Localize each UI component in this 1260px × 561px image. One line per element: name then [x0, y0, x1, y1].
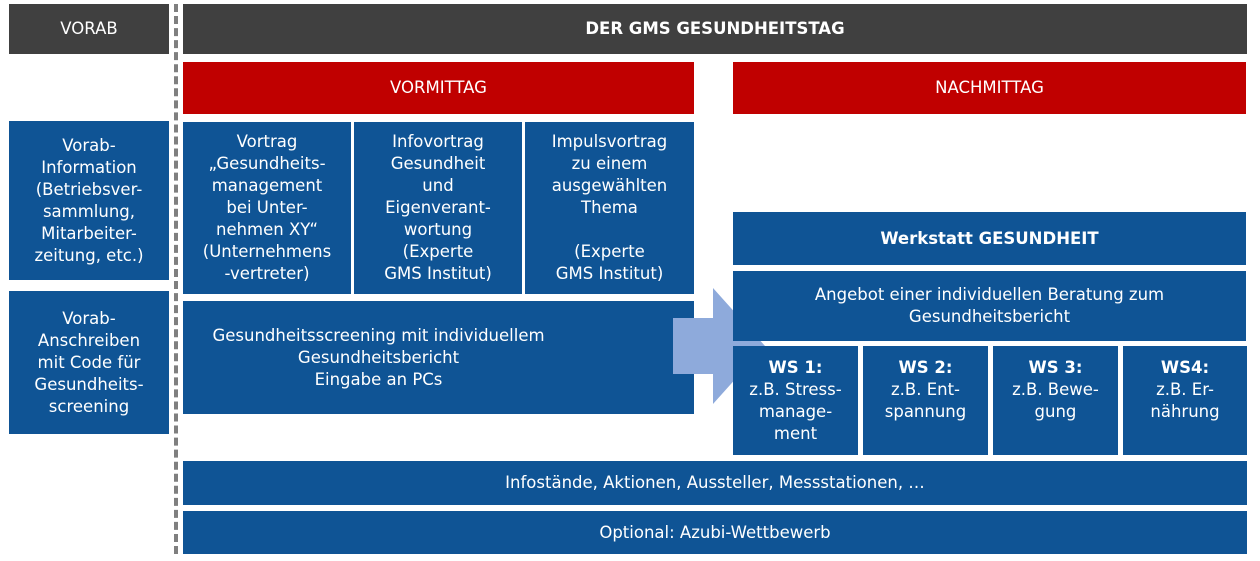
infovortrag-text: Infovortrag Gesundheit und Eigenverant- … — [384, 132, 492, 283]
vorab-anschreiben-text: Vorab- Anschreiben mit Code für Gesundhe… — [34, 308, 144, 416]
vortrag-text: Vortrag „Gesundheits- management bei Unt… — [202, 132, 332, 283]
vormittag-label: VORMITTAG — [390, 78, 487, 97]
impulsvortrag-text: Impulsvortrag zu einem ausgewählten Them… — [551, 132, 668, 283]
workshop-3-box: WS 3: z.B. Bewe- gung — [993, 346, 1118, 455]
impulsvortrag-box: Impulsvortrag zu einem ausgewählten Them… — [525, 122, 694, 294]
werkstatt-title-box: Werkstatt GESUNDHEIT — [733, 212, 1246, 265]
workshop-1-box: WS 1: z.B. Stress- manage- ment — [733, 346, 858, 455]
nachmittag-label: NACHMITTAG — [935, 78, 1044, 97]
beratung-box: Angebot einer individuellen Beratung zum… — [733, 271, 1246, 341]
workshop-4-text: z.B. Er- nährung — [1150, 380, 1220, 421]
workshop-2-text: z.B. Ent- spannung — [884, 380, 967, 421]
workshop-4-label: WS4: — [1160, 358, 1210, 377]
gesundheitsscreening-text: Gesundheitsscreening mit individuellem G… — [212, 325, 545, 389]
workshop-2-box: WS 2: z.B. Ent- spannung — [863, 346, 988, 455]
vorab-header-label: VORAB — [60, 19, 118, 38]
nachmittag-header: NACHMITTAG — [733, 62, 1246, 114]
azubi-wettbewerb-box: Optional: Azubi-Wettbewerb — [183, 511, 1247, 554]
vorab-divider — [174, 4, 178, 554]
page-title: DER GMS GESUNDHEITSTAG — [183, 4, 1247, 54]
vorab-information-box: Vorab- Information (Betriebsver- sammlun… — [9, 121, 169, 280]
page-title-label: DER GMS GESUNDHEITSTAG — [585, 19, 845, 38]
vortrag-box: Vortrag „Gesundheits- management bei Unt… — [183, 122, 351, 294]
infostaende-box: Infostände, Aktionen, Aussteller, Messst… — [183, 461, 1247, 505]
workshop-2-label: WS 2: — [898, 358, 953, 377]
azubi-wettbewerb-text: Optional: Azubi-Wettbewerb — [599, 522, 831, 542]
infostaende-text: Infostände, Aktionen, Aussteller, Messst… — [505, 473, 925, 492]
workshop-1-label: WS 1: — [768, 357, 823, 377]
gesundheitsscreening-box: Gesundheitsscreening mit individuellem G… — [183, 301, 694, 414]
vormittag-header: VORMITTAG — [183, 62, 694, 114]
vorab-information-text: Vorab- Information (Betriebsver- sammlun… — [34, 135, 144, 265]
workshop-3-text: z.B. Bewe- gung — [1012, 380, 1099, 421]
beratung-text: Angebot einer individuellen Beratung zum… — [814, 285, 1165, 326]
werkstatt-title: Werkstatt GESUNDHEIT — [880, 228, 1099, 248]
arrow-right-icon — [673, 288, 765, 404]
vorab-header: VORAB — [9, 4, 169, 54]
vorab-anschreiben-box: Vorab- Anschreiben mit Code für Gesundhe… — [9, 291, 169, 434]
workshop-4-box: WS4: z.B. Er- nährung — [1123, 346, 1247, 455]
workshop-1-text: z.B. Stress- manage- ment — [749, 379, 842, 443]
workshop-3-label: WS 3: — [1028, 358, 1083, 377]
infovortrag-box: Infovortrag Gesundheit und Eigenverant- … — [354, 122, 522, 294]
